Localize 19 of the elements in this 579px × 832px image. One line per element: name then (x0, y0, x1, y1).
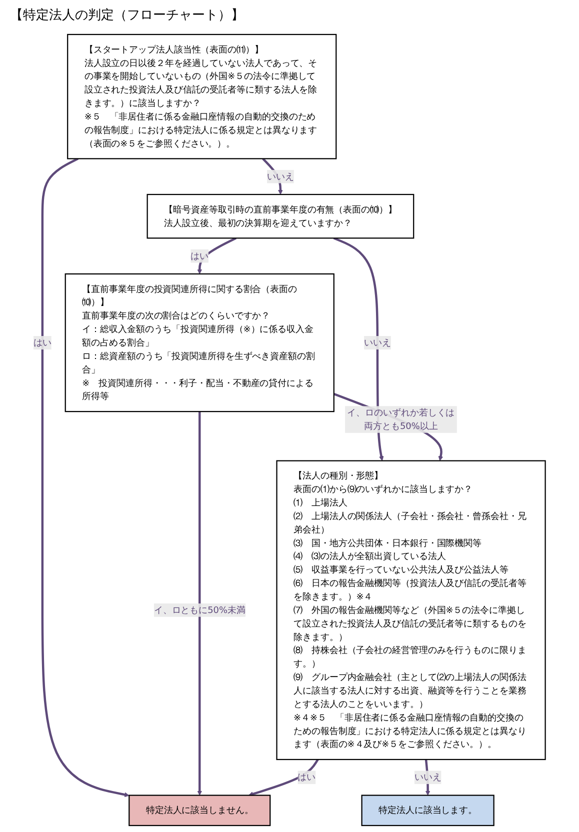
arrow (197, 237, 237, 274)
edge-label: いいえ (414, 772, 442, 782)
arrow (41, 158, 130, 798)
node-box: 【暗号資産等取引時の直前事業年度の有無（表面の⑽）】 法人設立後、最初の決算期を迎えていますか？ (146, 194, 414, 239)
arrow (248, 758, 319, 796)
node-box: 特定法人に該当しません。 (128, 794, 271, 826)
edge-label: はい (190, 250, 209, 262)
node-box: 【直前事業年度の投資関連所得に関する割合（表面の⑽）】 直前事業年度の次の割合はどのくらいですか？ イ：総収入金額のうち「投資関連所得（※）に係る収入金額の占める割合」 ロ：総資産額のうち「投資関連所得を生ずべき資産額の割合」 ※ 投資関連所得・・・利子・配当・不動産の貸付による所得等 (64, 273, 335, 412)
edge-label: はい (298, 772, 316, 782)
arrow (197, 412, 202, 796)
diagram-title: 【特定法人の判定（フローチャート）】 (10, 7, 245, 24)
edge-label: はい (34, 337, 52, 348)
edge-label: イ、ロともに50%未満 (154, 604, 246, 616)
edge-label: イ、ロのいずれか若しくは両方とも50%以上 (347, 407, 455, 432)
node-box: 【スタートアップ法人該当性（表面の⑾）】 法人設立の日以後２年を経過していない法人であって、その事業を開始していないもの（外国※５の法令に準拠して設立された投資法人及び信託の受託者等に類する法人を除きます。）に該当しますか？ ※５ 「非居住者に係る金融口座情報の自動的交換のための報告制度」における特定法人に係る規定とは異なります（表面の※５をご参照ください。）。 (67, 34, 337, 160)
edge-label: いいえ (267, 170, 294, 182)
node-box: 特定法人に該当します。 (361, 794, 494, 826)
node-box: 【法人の種別・形態】 表面の⑴から⑼のいずれかに該当しますか？ ⑴ 上場法人 ⑵ 上場法人の関係法人（子会社・孫会社・曾孫会社・兄弟会社） ⑶ 国・地方公共団体・日本銀行・国際機関等 ⑷ ⑶の法人が全額出資している法人 ⑸ 収益事業を行っていない公共法人及び公益法人等 ⑹ 日本の報告金融機関等（投資法人及び信託の受託者等を除きます。）※４ ⑺ 外国の報告金融機関等など（外国※５の法令に準拠して設立された投資法人及び信託の受託者等に類するものを除きます。） ⑻ 持株会社（子会社の経営管理のみを行うものに限ります。） ⑼ グループ内金融会社（主として⑵の上場法人の関係法人に該当する法人に対する出資、融資等を行うことを業務とする法人のことをいいます。） ※４※５ 「非居住者に係る金融口座情報の自動的交換のための報告制度」における特定法人に係る規定とは異なります（表面の※４及び※５をご参照ください。）。 (276, 460, 546, 760)
edge-label: いいえ (364, 337, 391, 348)
